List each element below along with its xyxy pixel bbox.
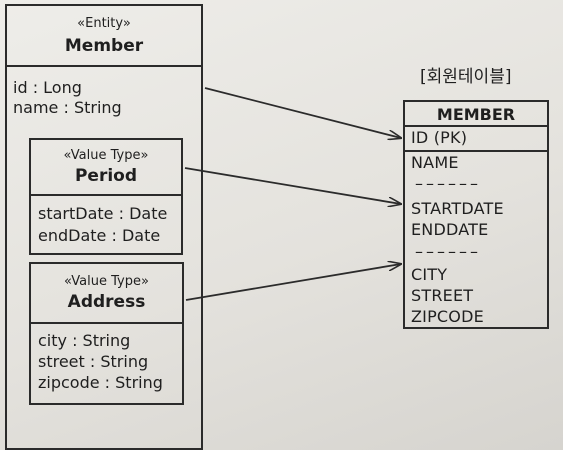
period-class-name: Period — [74, 166, 138, 186]
member-table-street-column: STREET — [411, 286, 474, 305]
member-table-zipcode-column: ZIPCODE — [411, 307, 484, 326]
member-header-divider — [7, 65, 201, 67]
member-table-header-divider — [405, 125, 547, 127]
member-table-startdate-column: STARTDATE — [411, 199, 504, 218]
address-attr-street: street : String — [38, 352, 149, 371]
address-attr-zipcode: zipcode : String — [38, 373, 163, 392]
member-table-pk-column: ID (PK) — [411, 128, 468, 147]
period-header-divider — [31, 194, 181, 196]
member-table-pk-divider — [405, 150, 547, 152]
address-header-divider — [31, 322, 182, 324]
member-attr-name: name : String — [13, 98, 122, 117]
member-class-name: Member — [64, 36, 144, 56]
period-attr-enddate: endDate : Date — [38, 226, 161, 245]
member-table-box: MEMBER ID (PK) NAME –––––– STARTDATE END… — [403, 100, 549, 329]
period-stereotype: «Value Type» — [63, 148, 149, 163]
period-value-box: «Value Type» Period startDate : Date end… — [29, 138, 183, 255]
period-attr-startdate: startDate : Date — [38, 204, 168, 223]
member-stereotype: «Entity» — [77, 16, 131, 31]
arrow-period-to-table — [184, 167, 401, 204]
member-table-separator-address: –––––– — [415, 242, 481, 261]
address-value-box: «Value Type» Address city : String stree… — [29, 262, 184, 405]
member-attr-id: id : Long — [13, 78, 82, 97]
member-table-enddate-column: ENDDATE — [411, 220, 489, 239]
arrow-member-to-table — [204, 87, 401, 138]
address-stereotype: «Value Type» — [64, 274, 149, 289]
address-attr-city: city : String — [38, 331, 131, 350]
address-class-name: Address — [67, 292, 146, 312]
member-table-separator-period: –––––– — [415, 174, 481, 193]
member-table-label: [회원테이블] — [420, 67, 512, 87]
member-table-name-column: NAME — [411, 153, 459, 172]
arrow-address-to-table — [185, 264, 401, 301]
member-table-name: MEMBER — [436, 105, 516, 124]
member-entity-box: «Entity» Member id : Long name : String — [5, 4, 203, 450]
member-table-city-column: CITY — [411, 265, 448, 284]
